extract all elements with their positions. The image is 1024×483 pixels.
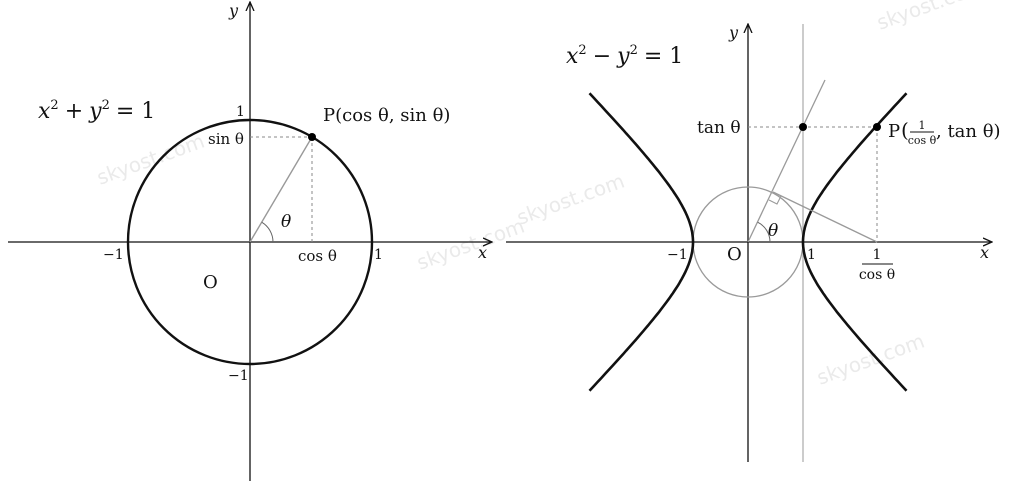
right-y-label: y <box>728 23 739 42</box>
sec-theta-label: 1 cos θ <box>859 247 895 283</box>
cos-theta-label: cos θ <box>298 247 337 265</box>
watermark: skyost.com <box>414 214 528 275</box>
sin-theta-label: sin θ <box>208 130 244 148</box>
left-x-label: x <box>478 243 487 262</box>
left-y-label: y <box>228 1 239 20</box>
left-tick-neg1-x: −1 <box>103 247 124 263</box>
left-tick-neg1-y: −1 <box>228 368 249 384</box>
right-angle-mark <box>768 195 782 205</box>
watermark: skyost.com <box>874 0 988 35</box>
right-tick-1-x: 1 <box>807 247 816 263</box>
point-p-right <box>873 123 881 131</box>
watermark: skyost.com <box>94 129 208 190</box>
right-theta-label: θ <box>768 221 778 241</box>
tangent-to-circle-line <box>772 191 878 243</box>
point-p-right-label: P ( 1 cos θ , tan θ) <box>888 118 1001 147</box>
radius-line <box>249 136 313 243</box>
point-p-prefix: P <box>888 121 900 142</box>
watermark: skyost.com <box>814 329 928 390</box>
sec-denominator: cos θ <box>859 267 895 283</box>
unit-circle <box>126 118 374 366</box>
right-figure: x2−y2= 1 x y −1 1 O θ tan θ 1 cos θ P ( … <box>506 23 1001 462</box>
right-origin-label: O <box>727 244 742 265</box>
left-theta-label: θ <box>281 212 291 232</box>
left-origin-label: O <box>203 272 218 293</box>
angle-arc-right <box>757 221 771 243</box>
point-p-frac-num: 1 <box>919 119 926 132</box>
sec-numerator: 1 <box>873 247 882 263</box>
left-figure: x2+y2= 1 x y −1 1 1 −1 O θ sin θ cos θ P… <box>8 1 492 481</box>
left-tick-1-y: 1 <box>236 104 245 120</box>
hyperbola-right-branch <box>801 92 908 392</box>
angle-arc <box>261 221 274 243</box>
angle-ray <box>747 79 826 243</box>
right-tick-neg1-x: −1 <box>667 247 688 263</box>
tan-point <box>799 123 807 131</box>
tan-theta-label: tan θ <box>697 118 741 138</box>
left-equation: x2+y2= 1 <box>38 98 155 124</box>
point-p <box>308 133 316 141</box>
hyperbola-left-branch <box>588 92 695 392</box>
right-x-label: x <box>980 243 989 262</box>
watermark: skyost.com <box>514 169 628 230</box>
point-p-open-paren: ( <box>901 118 909 142</box>
point-p-label: P(cos θ, sin θ) <box>323 105 450 126</box>
left-tick-1-x: 1 <box>374 247 383 263</box>
right-equation: x2−y2= 1 <box>566 43 683 69</box>
point-p-frac-den: cos θ <box>908 134 937 147</box>
point-p-suffix: , tan θ) <box>936 121 1001 142</box>
